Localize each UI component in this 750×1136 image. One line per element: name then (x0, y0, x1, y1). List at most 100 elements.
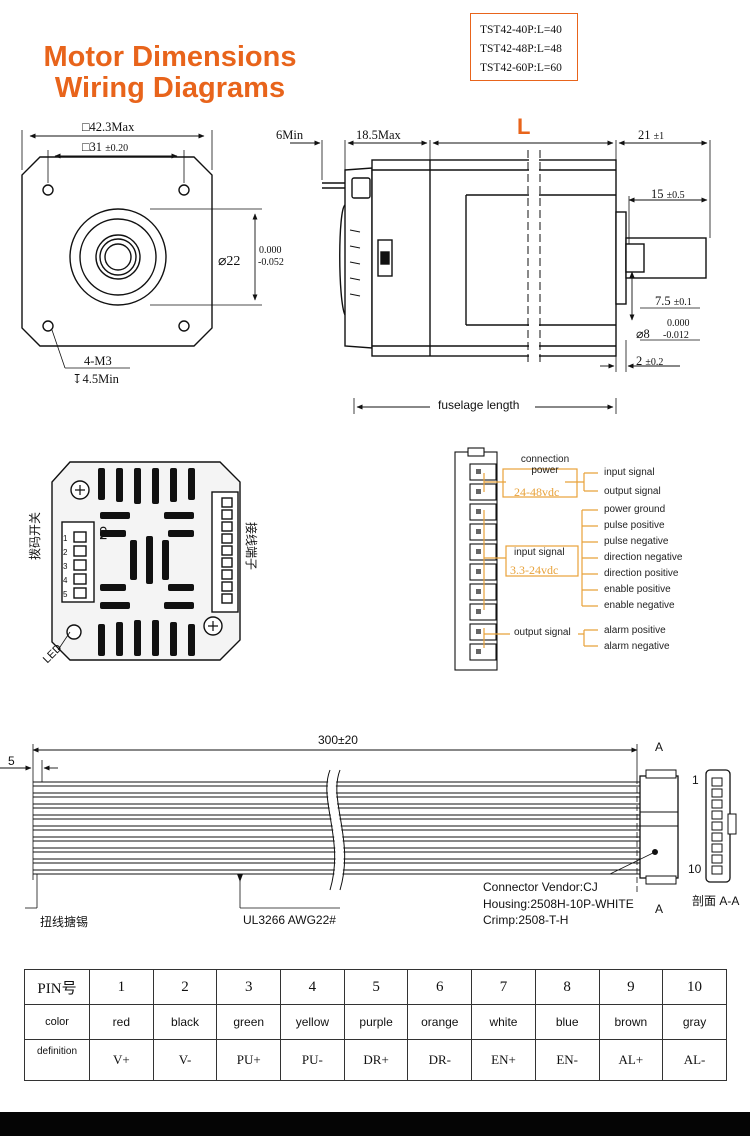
dim-hole-spacing-tol: ±0.20 (105, 143, 129, 154)
wire-color: yellow (280, 1004, 345, 1040)
pin-label: pulse positive (604, 520, 665, 531)
section-label: 剖面 A-A (692, 894, 740, 908)
dim-7-5-value: 7.5 (655, 294, 671, 308)
wire-color: blue (534, 1004, 600, 1040)
section-mark-bottom: A (655, 902, 664, 916)
pin-label: alarm negative (604, 641, 670, 652)
pin-label: power ground (604, 504, 666, 515)
dim-21-tol: ±1 (653, 131, 665, 142)
dim-length-L: L (517, 114, 531, 139)
group-input-signal: input signal (514, 547, 565, 558)
terminal-label: 接线端子 (244, 522, 258, 571)
model-item: TST42-40P:L=40 (480, 24, 562, 36)
pin-number: 7 (471, 969, 536, 1005)
driver-and-connector-drawing (51, 447, 598, 671)
dim-outer-size: □42.3Max (82, 120, 135, 134)
table-row: definition V+ V- PU+ PU- DR+ DR- EN+ EN-… (24, 1039, 727, 1081)
pin-number: 4 (280, 969, 345, 1005)
section-mark-top: A (655, 740, 664, 754)
cable-drawing (0, 744, 737, 909)
wire-spec: UL3266 AWG22# (243, 913, 336, 927)
dim-6min: 6Min (276, 128, 304, 142)
side-view (290, 140, 711, 414)
pin-definition: EN+ (471, 1039, 536, 1081)
title-line-1: Motor Dimensions (43, 41, 297, 73)
row-label-pin: PIN号 (24, 969, 90, 1005)
footer-bar (0, 1112, 750, 1136)
wire-color: white (471, 1004, 536, 1040)
dip-number: 3 (63, 562, 68, 571)
pin-label: enable positive (604, 584, 671, 595)
cable-length: 300±20 (318, 733, 358, 747)
dim-15: 15 ±0.5 (651, 187, 685, 202)
pin-definition: PU+ (216, 1039, 282, 1081)
pin-label: output signal (604, 486, 661, 497)
front-view (21, 130, 262, 369)
pin-label: alarm positive (604, 625, 666, 636)
section-pin-last: 10 (688, 862, 702, 876)
mechanical-drawing (21, 130, 711, 414)
dim-15-value: 15 (651, 187, 664, 201)
group-power-voltage: 24-48vdc (514, 485, 560, 499)
pin-number: 1 (89, 969, 154, 1005)
pin-label: direction positive (604, 568, 679, 579)
dip-number: 5 (63, 590, 68, 599)
pin-number: 2 (152, 969, 218, 1005)
pin-label: input signal (604, 467, 655, 478)
wire-color: green (216, 1004, 282, 1040)
group-connection-power: connection power (520, 454, 570, 476)
pin-definition: DR- (407, 1039, 473, 1081)
dim-21: 21 ±1 (638, 128, 664, 143)
dim-7-5-tol: ±0.1 (673, 297, 692, 308)
pin-definition: AL+ (598, 1039, 664, 1081)
dip-number: 2 (63, 548, 68, 557)
dim-2-tol: ±0.2 (645, 357, 664, 368)
pin-definition: EN- (534, 1039, 600, 1081)
dip-number: 4 (63, 576, 68, 585)
connector-pinout (454, 447, 598, 671)
pin-definition: PU- (280, 1039, 345, 1081)
dip-numbers: 1 2 3 4 5 (63, 532, 73, 602)
hole-depth: ↧4.5Min (72, 372, 119, 386)
wire-leader-arrow (237, 874, 243, 882)
pin-definition: V- (152, 1039, 218, 1081)
dim-shaft-diameter: ⌀8 (636, 327, 650, 341)
dip-switch-label: 拨码开关 (28, 511, 42, 560)
connector-vendor: Connector Vendor:CJ (483, 880, 598, 894)
model-list-box: TST42-40P:L=40 TST42-48P:L=48 TST42-60P:… (470, 13, 578, 81)
dim-boss-tol-upper: 0.000 (259, 245, 282, 256)
model-item: TST42-60P:L=60 (480, 62, 562, 74)
wire-color: purple (343, 1004, 409, 1040)
dim-shaft-tol-upper: 0.000 (667, 318, 690, 329)
dim-21-value: 21 (638, 128, 651, 142)
dim-2: 2 ±0.2 (636, 354, 663, 369)
wire-color: black (152, 1004, 218, 1040)
dim-boss-diameter: ⌀22 (218, 254, 241, 269)
pin-number: 9 (598, 969, 664, 1005)
connector-housing: Housing:2508H-10P-WHITE (483, 897, 634, 911)
fuselage-length-label: fuselage length (438, 398, 520, 412)
dim-boss-tol-lower: -0.052 (258, 257, 284, 268)
dim-hole-spacing-value: □31 (82, 140, 103, 154)
group-output-signal: output signal (514, 627, 571, 638)
wire-color: brown (598, 1004, 664, 1040)
pin-label: direction negative (604, 552, 683, 563)
dim-hole-spacing: □31 ±0.20 (82, 140, 128, 155)
strip-length: 5 (8, 754, 15, 768)
pin-definition-table: PIN号 1 2 3 4 5 6 7 8 9 10 color red blac… (24, 969, 727, 1081)
wire-color: gray (662, 1004, 727, 1040)
model-item: TST42-48P:L=48 (480, 43, 562, 55)
dim-shaft-tol-lower: -0.012 (663, 330, 689, 341)
dim-15-tol: ±0.5 (666, 190, 685, 201)
pin-number: 3 (216, 969, 282, 1005)
tin-note: 扭线搪锡 (40, 915, 89, 929)
group-input-voltage: 3.3-24vdc (510, 563, 559, 577)
pin-number: 5 (343, 969, 409, 1005)
dim-7-5: 7.5 ±0.1 (655, 294, 692, 309)
pin-number: 8 (534, 969, 600, 1005)
pin-label: enable negative (604, 600, 675, 611)
connector-crimp: Crimp:2508-T-H (483, 913, 569, 927)
row-label-definition: definition (24, 1039, 90, 1081)
pin-number: 10 (662, 969, 727, 1005)
wire-color: orange (407, 1004, 473, 1040)
